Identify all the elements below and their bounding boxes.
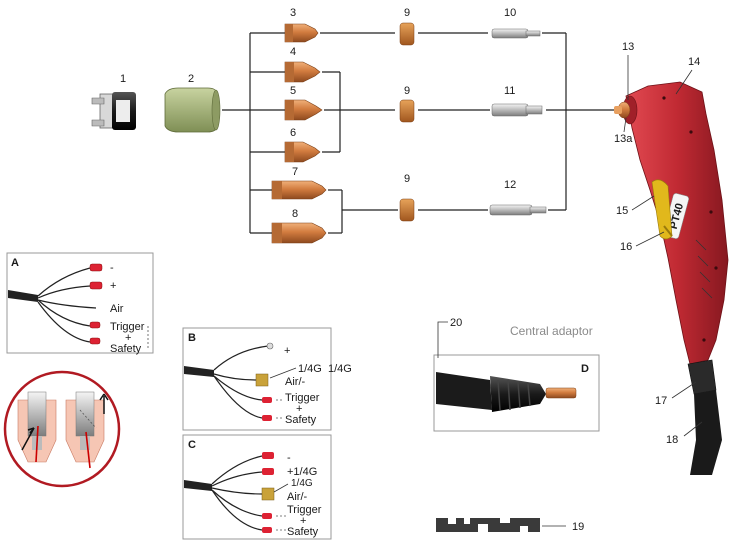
inset-a-plus: + <box>110 280 116 292</box>
part-10-electrode <box>491 28 541 39</box>
part-4-nozzle <box>284 61 321 83</box>
part-12-electrode-long <box>489 204 547 216</box>
inset-a-plus2: + <box>125 332 131 344</box>
inset-c-letter: C <box>188 439 196 451</box>
inset-b-plus: + <box>284 345 290 357</box>
inset-electrode-detail <box>3 370 121 488</box>
label-part-7: 7 <box>292 166 298 178</box>
label-part-2: 2 <box>188 73 194 85</box>
label-part-18: 18 <box>666 434 678 446</box>
inset-b-safety: Safety <box>285 414 317 426</box>
inset-c-plus2: + <box>300 515 306 527</box>
inset-c-safety: Safety <box>287 526 319 538</box>
label-part-9-middle: 9 <box>404 85 410 97</box>
part-9-swirl-ring-top <box>399 22 415 46</box>
part-6-nozzle <box>284 141 321 163</box>
inset-c-air: Air/- <box>287 491 308 503</box>
inset-d-central-adaptor: Central adaptor D <box>433 324 600 432</box>
label-part-13a: 13a <box>614 133 633 145</box>
inset-b-trigger: Trigger <box>285 392 320 404</box>
inset-a-trigger: Trigger <box>110 321 145 333</box>
inset-d-letter: D <box>581 363 589 375</box>
torch-trigger <box>651 179 673 240</box>
inset-a-wiring: A - + Air Trigger + Safety <box>6 252 154 355</box>
label-part-19: 19 <box>572 521 584 533</box>
inset-c-fitting: 1/4G <box>291 478 313 489</box>
label-part-9-bottom: 9 <box>404 173 410 185</box>
label-part-17: 17 <box>655 395 667 407</box>
label-part-5: 5 <box>290 85 296 97</box>
part-19-gauge <box>436 518 540 532</box>
torch-body: PT40 <box>622 81 729 475</box>
part-9-swirl-ring-bottom <box>399 198 415 222</box>
inset-a-letter: A <box>11 257 19 269</box>
label-part-10: 10 <box>504 7 516 19</box>
label-part-20: 20 <box>450 317 462 329</box>
part-5-nozzle <box>284 99 323 121</box>
inset-c-wiring: C - +1/4G 1/4G Air/- Trigger + Safety <box>182 434 332 540</box>
inset-b-wiring: B + 1/4G 1/4G Air/- Trigger + Safety <box>182 327 352 431</box>
label-part-12: 12 <box>504 179 516 191</box>
label-part-16: 16 <box>620 241 632 253</box>
inset-a-minus: - <box>110 262 114 274</box>
inset-d-caption: Central adaptor <box>510 324 593 338</box>
label-part-8: 8 <box>292 208 298 220</box>
inset-c-minus: - <box>287 452 291 464</box>
part-2-insulator <box>164 87 221 133</box>
label-part-1: 1 <box>120 73 126 85</box>
label-part-3: 3 <box>290 7 296 19</box>
label-part-14: 14 <box>688 56 700 68</box>
inset-b-air: Air/- <box>285 376 306 388</box>
part-8-nozzle-long <box>271 222 327 244</box>
label-part-9-top: 9 <box>404 7 410 19</box>
label-part-11: 11 <box>504 85 515 97</box>
inset-b-fitting-2: 1/4G <box>328 363 352 375</box>
label-part-13: 13 <box>622 41 634 53</box>
part-3-nozzle <box>284 23 319 43</box>
inset-c-plus-fitting: +1/4G <box>287 466 317 478</box>
part-11-electrode <box>491 103 543 117</box>
torch-tip <box>614 101 631 119</box>
part-9-swirl-ring-middle <box>399 99 415 123</box>
part-7-nozzle-long <box>271 180 327 200</box>
label-part-15: 15 <box>616 205 628 217</box>
label-part-4: 4 <box>290 46 296 58</box>
label-part-6: 6 <box>290 127 296 139</box>
inset-b-fitting: 1/4G <box>298 363 322 375</box>
inset-a-air: Air <box>110 303 124 315</box>
inset-c-trigger: Trigger <box>287 504 322 516</box>
inset-a-safety: Safety <box>110 343 142 355</box>
part-1-retaining-cap <box>91 92 136 130</box>
inset-b-letter: B <box>188 332 196 344</box>
inset-b-plus2: + <box>296 403 302 415</box>
